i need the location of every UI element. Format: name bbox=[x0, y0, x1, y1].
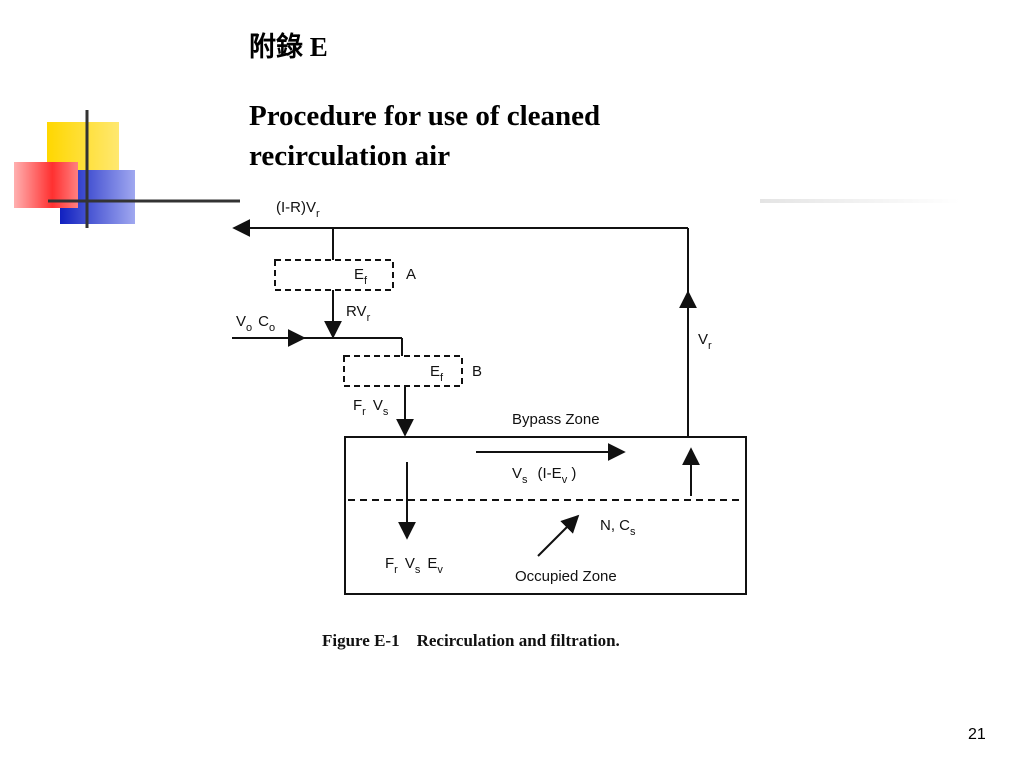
bypass-flow-label: Vs(I-Ev ) bbox=[512, 465, 576, 486]
filter-a-efficiency-label: Ef bbox=[354, 266, 368, 287]
bypass-zone-label: Bypass Zone bbox=[512, 411, 600, 428]
page-number: 21 bbox=[968, 726, 986, 743]
filter-b-box bbox=[343, 355, 463, 387]
slide-title: Procedure for use of cleaned recirculati… bbox=[249, 100, 601, 172]
decorative-fade-line bbox=[760, 199, 960, 203]
room-box bbox=[344, 436, 747, 595]
exhaust-label: (I-R)Vr bbox=[276, 199, 320, 220]
recirc-flow-label: RVr bbox=[346, 303, 371, 324]
figure-caption: Figure E-1 Recirculation and filtration. bbox=[322, 631, 620, 650]
return-flow-label: Vr bbox=[698, 331, 712, 352]
slide-heading: 附錄 E bbox=[249, 32, 328, 62]
occupied-concentration-label: N, Cs bbox=[600, 517, 636, 538]
filter-a-name: A bbox=[406, 266, 416, 283]
occupied-diagonal-arrow bbox=[537, 514, 580, 557]
decorative-blocks bbox=[14, 110, 240, 228]
occupied-zone-label: Occupied Zone bbox=[515, 568, 617, 585]
filter-b-efficiency-label: Ef bbox=[430, 363, 444, 384]
filter-b-name: B bbox=[472, 363, 482, 380]
filter-a-box bbox=[274, 259, 394, 291]
